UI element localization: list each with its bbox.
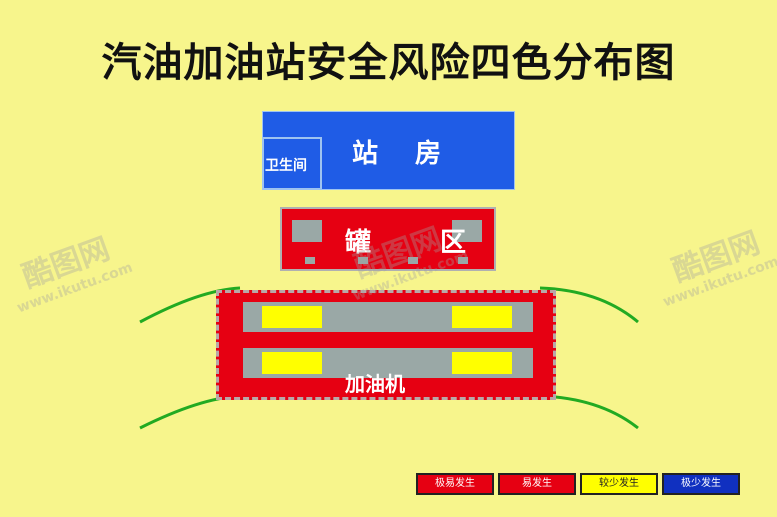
station-label: 站 房: [352, 139, 456, 169]
road-curve-top: [139, 286, 639, 324]
tank-window: [452, 220, 482, 242]
tank-area-label: 罐 区: [345, 228, 497, 258]
legend-extreme-risk: 极易发生: [416, 473, 494, 495]
dispenser-label: 加油机: [345, 372, 405, 396]
restroom-box: [262, 137, 322, 190]
fuel-pump: [262, 352, 322, 374]
tank-slot: [358, 257, 368, 264]
tank-slot: [408, 257, 418, 264]
fuel-pump: [452, 306, 512, 328]
road-curve-bottom: [139, 394, 639, 430]
legend-low-risk: 极少发生: [662, 473, 740, 495]
tank-window: [292, 220, 322, 242]
tank-slot: [458, 257, 468, 264]
legend-medium-risk: 较少发生: [580, 473, 658, 495]
tank-slot: [305, 257, 315, 264]
fuel-pump: [262, 306, 322, 328]
legend-high-risk: 易发生: [498, 473, 576, 495]
diagram-title: 汽油加油站安全风险四色分布图: [101, 40, 676, 86]
restroom-label: 卫生间: [265, 158, 307, 174]
fuel-pump: [452, 352, 512, 374]
